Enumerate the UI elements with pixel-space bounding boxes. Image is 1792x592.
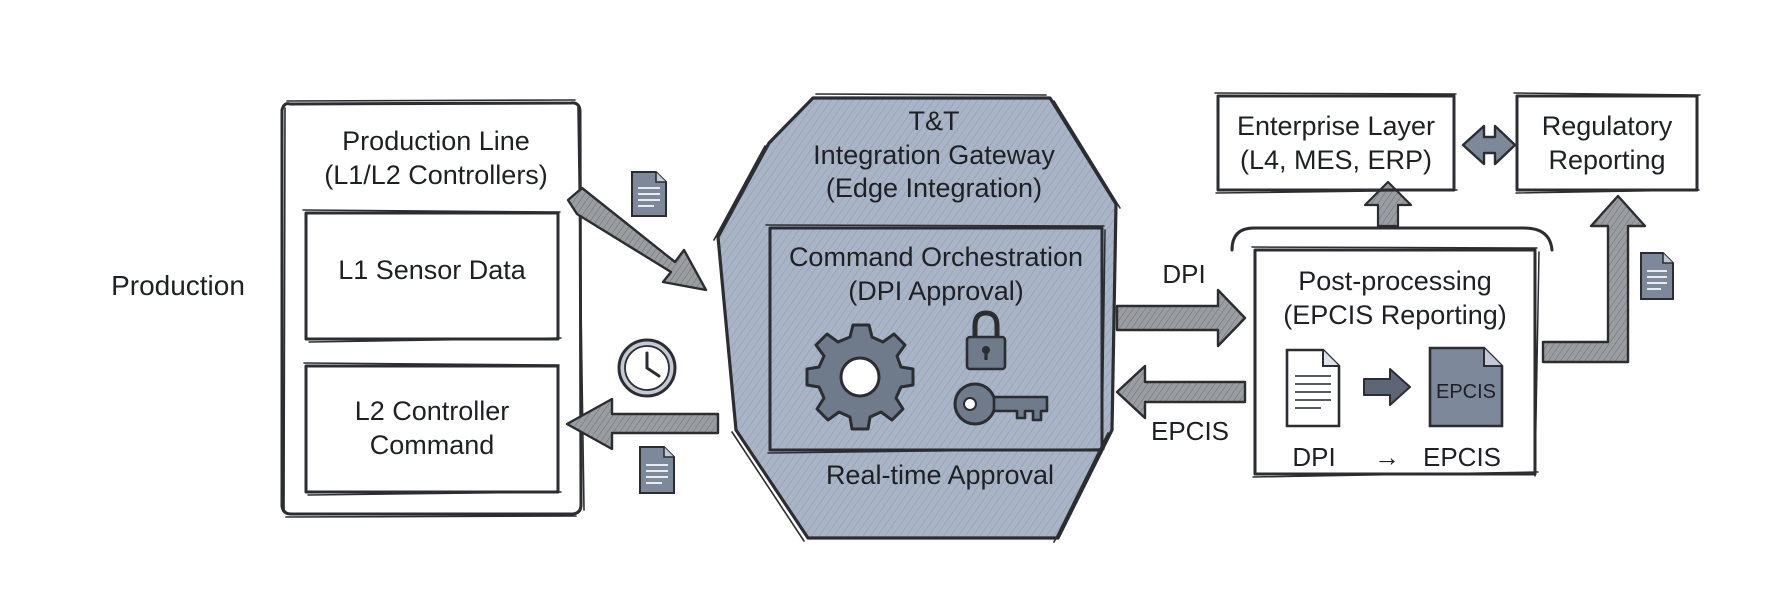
gear-icon	[805, 323, 915, 431]
document-icon	[1640, 252, 1674, 300]
epcis-doc-badge: EPCIS	[1436, 381, 1496, 403]
gateway-to-controller-arrow	[565, 397, 720, 451]
l1-sensor-data-box: L1 Sensor Data	[302, 209, 562, 343]
regulatory-title: Regulatory	[1542, 111, 1673, 141]
document-icon	[639, 446, 675, 494]
l2-controller-label-line2: Command	[370, 430, 495, 460]
production-label: Production	[111, 270, 245, 301]
enterprise-title: Enterprise Layer	[1237, 111, 1435, 141]
enterprise-layer-box: Enterprise Layer (L4, MES, ERP)	[1214, 92, 1458, 194]
conversion-arrow	[1363, 368, 1411, 406]
regulatory-reporting-box: Regulatory Reporting	[1513, 92, 1701, 194]
post-processing-bracket	[1230, 226, 1554, 252]
regulatory-subtitle: Reporting	[1548, 145, 1665, 175]
command-orchestration-subtitle: (DPI Approval)	[848, 276, 1024, 306]
enterprise-subtitle: (L4, MES, ERP)	[1240, 145, 1432, 175]
l2-controller-command-box: L2 Controller Command	[303, 362, 562, 496]
post-processing-subtitle: (EPCIS Reporting)	[1283, 300, 1507, 330]
production-line-subtitle: (L1/L2 Controllers)	[324, 160, 548, 190]
epcis-flow-label: EPCIS	[1151, 416, 1229, 446]
dpi-document-icon	[1285, 348, 1341, 428]
epcis-caption: EPCIS	[1423, 442, 1501, 472]
dpi-caption: DPI	[1292, 442, 1335, 472]
key-icon	[953, 382, 1049, 426]
to-enterprise-arrow	[1363, 180, 1413, 228]
production-line-title: Production Line	[342, 126, 530, 156]
production-line-container: Production Line (L1/L2 Controllers)	[280, 99, 585, 518]
caption-arrow: →	[1374, 442, 1400, 472]
gateway-title-line2: Integration Gateway	[813, 140, 1055, 170]
post-processing-title: Post-processing	[1298, 266, 1492, 296]
post-processing-box: Post-processing (EPCIS Reporting) EPCIS …	[1251, 246, 1540, 478]
epcis-document-icon: EPCIS	[1428, 346, 1504, 428]
gateway-title-line1: T&T	[909, 106, 960, 136]
gateway-hexagon: T&T Integration Gateway (Edge Integratio…	[713, 93, 1121, 543]
gateway-title-line3: (Edge Integration)	[826, 173, 1042, 203]
dpi-flow-arrow: DPI	[1115, 259, 1247, 348]
l1-sensor-data-label: L1 Sensor Data	[338, 255, 527, 285]
command-orchestration-title: Command Orchestration	[789, 242, 1083, 272]
document-icon	[631, 171, 667, 217]
dpi-flow-label: DPI	[1162, 259, 1205, 289]
command-orchestration-box: Command Orchestration (DPI Approval)	[765, 224, 1106, 454]
sensor-to-gateway-arrow	[566, 186, 708, 292]
padlock-icon	[965, 310, 1007, 371]
real-time-approval-label: Real-time Approval	[826, 460, 1054, 490]
l2-controller-label-line1: L2 Controller	[355, 396, 510, 426]
to-regulatory-arrow	[1541, 194, 1647, 364]
clock-icon	[617, 338, 677, 398]
bidirectional-arrow	[1461, 124, 1517, 166]
epcis-flow-arrow: EPCIS	[1115, 364, 1247, 446]
